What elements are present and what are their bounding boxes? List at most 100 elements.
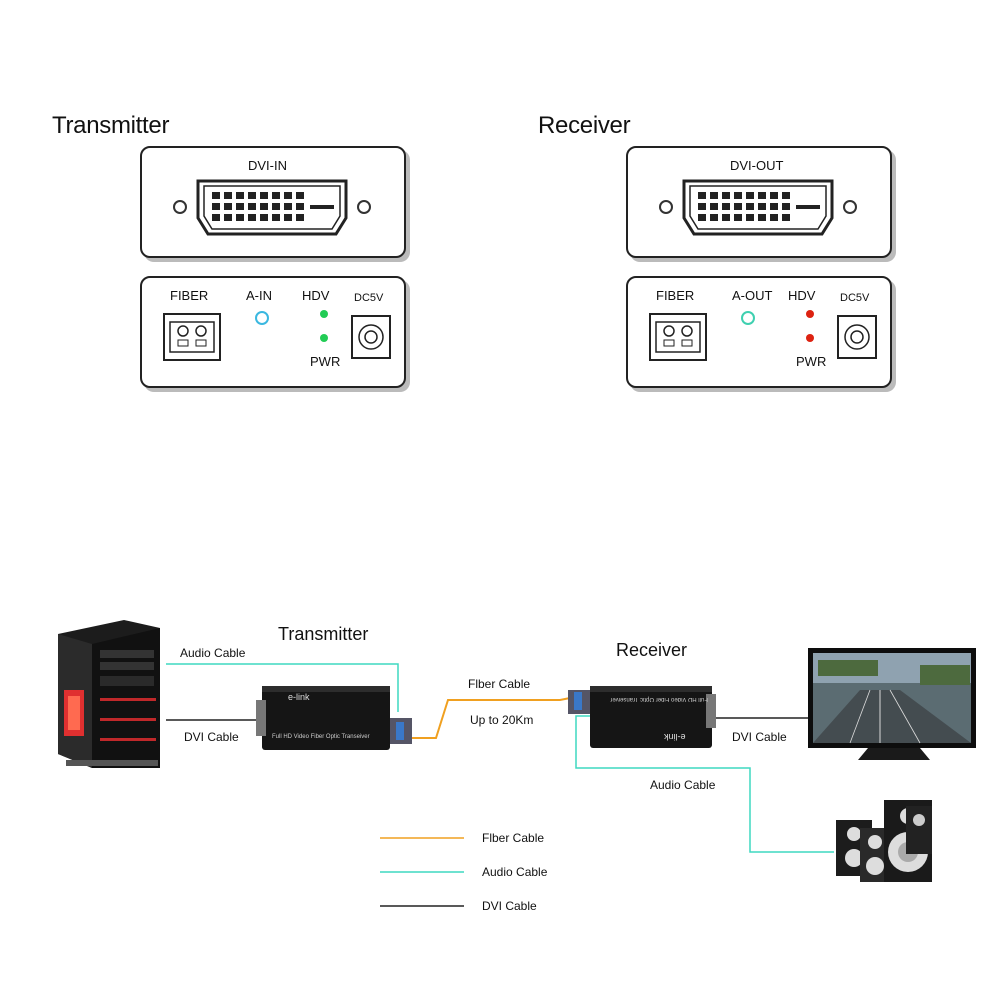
dvi-pin <box>260 203 268 210</box>
hdv-label: HDV <box>788 288 816 303</box>
dvi-pin <box>758 192 766 199</box>
audio-cable-line <box>166 663 399 712</box>
receiver-title: Receiver <box>538 112 631 139</box>
audio-out-label: A-OUT <box>732 288 773 303</box>
fiber-cable-label: Flber Cable <box>468 677 531 691</box>
dvi-pin <box>770 214 778 221</box>
legend-fiber-label: Flber Cable <box>482 831 545 845</box>
receiver-ports <box>649 310 877 361</box>
transmitter-title: Transmitter <box>52 112 170 139</box>
diagram-receiver-title: Receiver <box>616 640 688 660</box>
dc5v-label: DC5V <box>354 292 384 304</box>
hdv-label: HDV <box>302 288 330 303</box>
pc-tower-icon <box>58 620 160 768</box>
dvi-pin <box>260 192 268 199</box>
transmitter-ports <box>163 310 391 361</box>
dvi-out-label: DVI-OUT <box>730 158 784 173</box>
dvi-pin <box>782 192 790 199</box>
dvi-pin <box>236 192 244 199</box>
dvi-connector-icon <box>173 179 371 236</box>
dc5v-label: DC5V <box>840 292 870 304</box>
dvi-pin <box>770 203 778 210</box>
receiver-io-panel: FIBER A-OUT HDV DC5V PWR <box>626 276 892 388</box>
transmitter-dvi-panel: DVI-IN <box>140 146 406 258</box>
dvi-pin <box>272 214 280 221</box>
dvi-pin <box>746 214 754 221</box>
dvi-pin <box>212 203 220 210</box>
fiber-port-icon <box>649 313 707 361</box>
dvi-pin <box>272 192 280 199</box>
dvi-pin <box>710 214 718 221</box>
dvi-pin <box>698 214 706 221</box>
legend-audio-label: Audio Cable <box>482 865 548 879</box>
audio-in-port-icon <box>255 311 269 325</box>
dvi-pin <box>248 192 256 199</box>
pwr-label: PWR <box>796 354 827 369</box>
dvi-pin <box>734 203 742 210</box>
pwr-led-icon <box>806 334 814 342</box>
dvi-pin <box>746 203 754 210</box>
dvi-pin <box>782 214 790 221</box>
audio-cable-label: Audio Cable <box>650 778 716 792</box>
dvi-pin <box>236 214 244 221</box>
dc-power-jack-icon <box>351 315 391 359</box>
dc-power-jack-icon <box>837 315 877 359</box>
speakers-icon <box>836 800 932 882</box>
dvi-pin <box>212 192 220 199</box>
dvi-pin <box>248 214 256 221</box>
dvi-pin <box>698 192 706 199</box>
dvi-pin <box>224 192 232 199</box>
dvi-pin <box>770 192 778 199</box>
dvi-pin <box>284 214 292 221</box>
audio-cable-label: Audio Cable <box>180 646 246 660</box>
dvi-cable-label: DVI Cable <box>732 730 787 744</box>
receiver-dvi-panel: DVI-OUT <box>626 146 892 258</box>
dvi-pin <box>782 203 790 210</box>
dvi-pin <box>296 192 304 199</box>
transmitter-io-panel: FIBER A-IN HDV DC5V PWR <box>140 276 406 388</box>
dvi-pin <box>296 203 304 210</box>
dvi-cable-label: DVI Cable <box>184 730 239 744</box>
dvi-pin <box>734 192 742 199</box>
dvi-pin <box>734 214 742 221</box>
dvi-pin <box>722 214 730 221</box>
transmitter-device-caption: Full HD Video Fiber Optic Transeiver <box>272 734 370 740</box>
diagram-transmitter-title: Transmitter <box>278 624 369 644</box>
dvi-pin <box>284 203 292 210</box>
hdv-led-icon <box>806 310 814 318</box>
dvi-pin <box>260 214 268 221</box>
dvi-pin <box>746 192 754 199</box>
dvi-pin <box>224 203 232 210</box>
dvi-pin <box>284 192 292 199</box>
transmitter-device-icon <box>256 686 412 750</box>
dvi-pin <box>758 214 766 221</box>
dvi-pin <box>272 203 280 210</box>
dvi-pin <box>710 203 718 210</box>
fiber-label: FIBER <box>170 288 209 303</box>
dvi-in-label: DVI-IN <box>248 158 287 173</box>
hdv-led-icon <box>320 310 328 318</box>
transmitter-brand-logo: e-link <box>288 692 310 702</box>
distance-label: Up to 20Km <box>470 713 534 727</box>
fiber-label: FIBER <box>656 288 695 303</box>
dvi-pin <box>236 203 244 210</box>
dvi-pin <box>758 203 766 210</box>
dvi-pin <box>296 214 304 221</box>
monitor-icon <box>808 648 976 760</box>
receiver-device-caption: Full HD Video Fiber Optic Transeiver <box>610 696 708 702</box>
legend-dvi-label: DVI Cable <box>482 899 537 913</box>
dvi-pin <box>224 214 232 221</box>
audio-out-port-icon <box>741 311 755 325</box>
dvi-connector-icon <box>659 179 857 236</box>
pwr-label: PWR <box>310 354 341 369</box>
receiver-brand-logo: e-link <box>664 732 686 742</box>
dvi-pin <box>722 192 730 199</box>
fiber-port-icon <box>163 313 221 361</box>
audio-in-label: A-IN <box>246 288 272 303</box>
dvi-pin <box>698 203 706 210</box>
dvi-pin <box>722 203 730 210</box>
dvi-pin <box>212 214 220 221</box>
dvi-pin <box>710 192 718 199</box>
dvi-pin <box>248 203 256 210</box>
pwr-led-icon <box>320 334 328 342</box>
